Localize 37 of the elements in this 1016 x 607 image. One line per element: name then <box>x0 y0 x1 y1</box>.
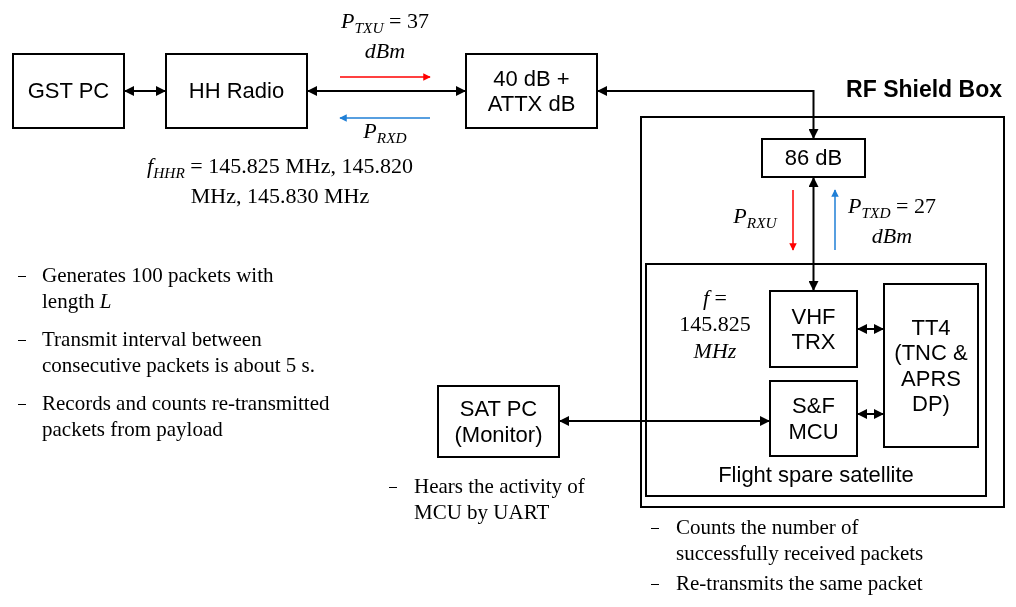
block-label: GST PC <box>27 78 110 104</box>
connector-arrow <box>307 86 466 96</box>
block-box <box>883 283 979 448</box>
block-label: VHF TRX <box>790 303 837 355</box>
connector-arrow <box>808 177 819 291</box>
heading-label: Flight spare satellite <box>718 462 914 488</box>
block-label: SAT PC (Monitor) <box>453 396 544 447</box>
note-text: Counts the number of successfully received packets <box>676 514 925 567</box>
formula-label: P$_{RXU}$ <box>732 203 779 233</box>
block-box <box>465 53 598 129</box>
block-label: HH Radio <box>188 78 285 104</box>
heading-label: RF Shield Box <box>846 75 1002 103</box>
formula-label: f$_{HHR}$ = 145.825 MHz, 145.820 MHz, 145.830 MHz <box>146 153 414 210</box>
block-label: 86 dB <box>784 145 843 171</box>
connector-arrow <box>124 86 166 96</box>
block-box <box>761 138 866 178</box>
block-label: 40 dB + ATTX dB <box>486 65 577 117</box>
note-text: Hears the activity of MCU by UART <box>414 473 586 526</box>
connector-arrow <box>559 416 770 426</box>
block-label: TT4 (TNC & APRS DP) <box>893 314 969 417</box>
formula-label: f = 145.825 MHz <box>678 285 752 365</box>
note-text: Re-transmits the same packet <box>676 570 924 597</box>
block-box <box>769 290 858 368</box>
connector-arrow <box>857 409 884 419</box>
block-label: S&F MCU <box>787 393 840 444</box>
connector-arrow <box>597 86 819 139</box>
note-text: Records and counts re-transmitted packets from payload <box>42 390 331 443</box>
formula-label: P$_{RXD}$ <box>362 118 408 148</box>
formula-label: P$_{TXD}$ = 27 dBm <box>848 193 936 250</box>
formula-label: P$_{TXU}$ = 37 dBm <box>340 8 430 65</box>
satellite-box <box>645 263 987 497</box>
note-text: Transmit interval between consecutive packets is about 5 s. <box>42 326 316 379</box>
note-text: Generates 100 packets with length L <box>42 262 275 315</box>
block-box <box>12 53 125 129</box>
connector-arrow <box>857 324 884 334</box>
block-box <box>165 53 308 129</box>
block-box <box>769 380 858 457</box>
